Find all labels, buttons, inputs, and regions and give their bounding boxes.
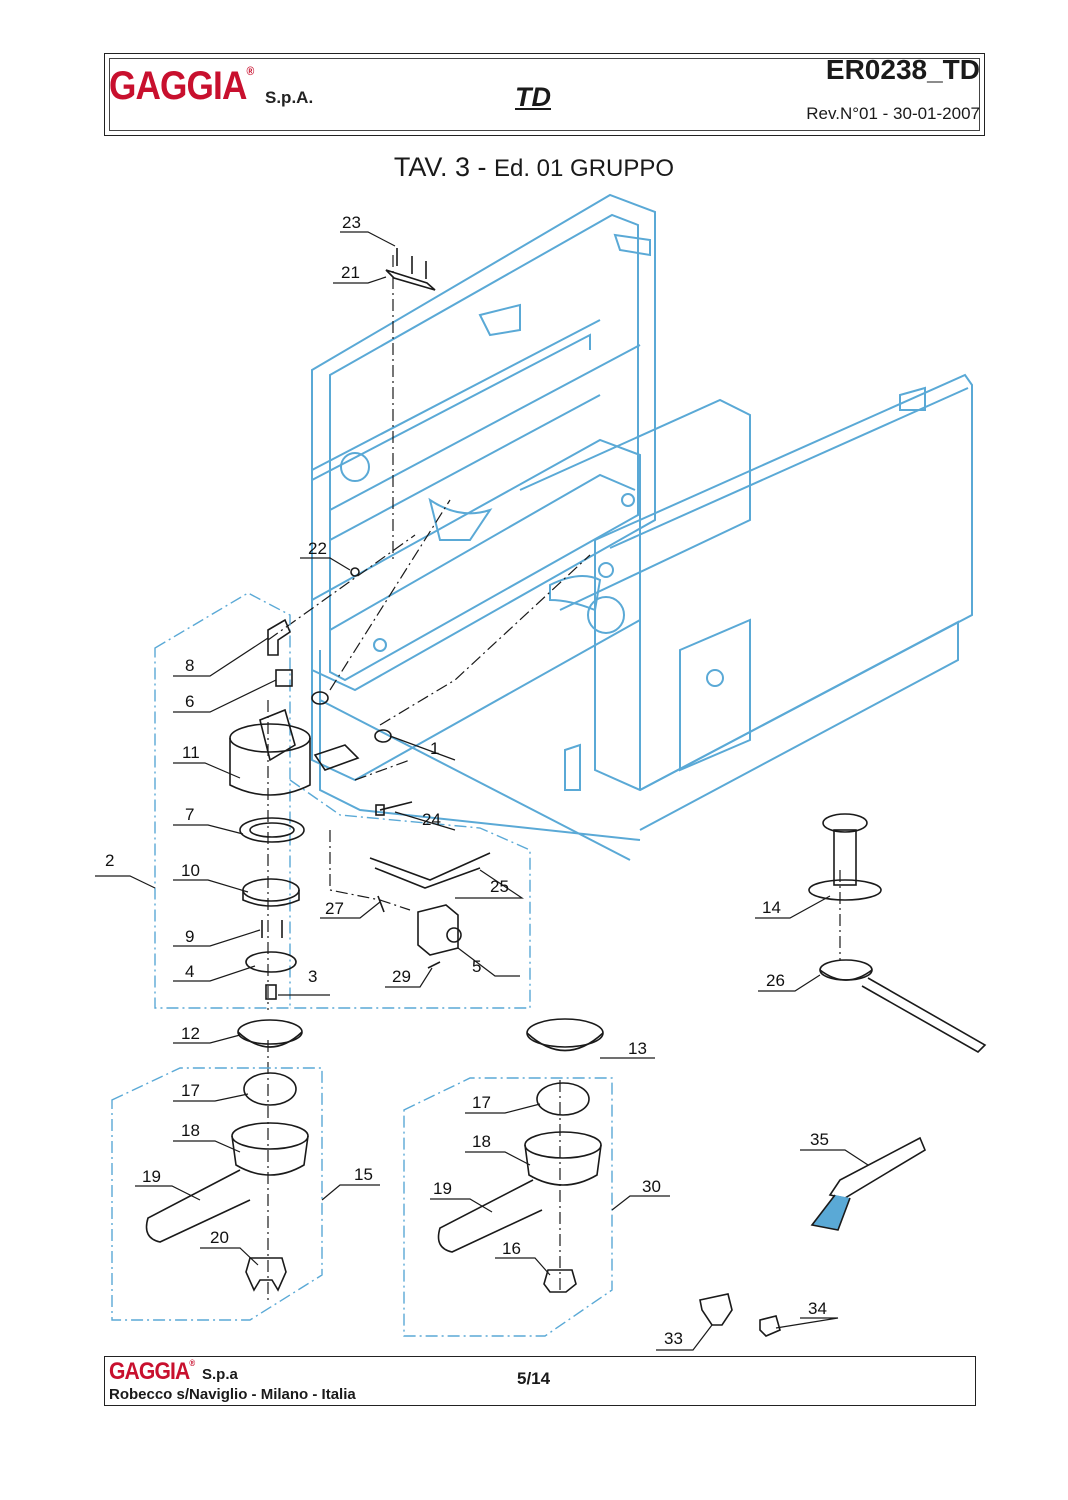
- callout-8: 8: [185, 656, 194, 675]
- callout-9: 9: [185, 927, 194, 946]
- callout-1: 1: [430, 739, 439, 758]
- header-inner-border: [109, 58, 980, 131]
- callout-18-left: 18: [181, 1121, 200, 1140]
- callout-2: 2: [105, 851, 114, 870]
- callout-27: 27: [325, 899, 344, 918]
- part-shapes: [145, 248, 987, 1337]
- callout-7: 7: [185, 805, 194, 824]
- revision-label: Rev.N°01 - 30-01-2007: [806, 104, 980, 123]
- callout-21: 21: [341, 263, 360, 282]
- footer-gaggia-logo: GAGGIA®: [109, 1358, 195, 1385]
- callout-30: 30: [642, 1177, 661, 1196]
- callout-16: 16: [502, 1239, 521, 1258]
- callout-24: 24: [422, 810, 441, 829]
- callout-22: 22: [308, 539, 327, 558]
- callout-33: 33: [664, 1329, 683, 1348]
- callout-17-left: 17: [181, 1081, 200, 1100]
- callout-10: 10: [181, 861, 200, 880]
- chassis-frame: [311, 193, 973, 861]
- footer-company-suffix: S.p.a: [202, 1366, 238, 1383]
- title-main: TAV. 3 -: [393, 152, 487, 182]
- callout-14: 14: [762, 898, 781, 917]
- callout-19-right: 19: [433, 1179, 452, 1198]
- footer-address: Robecco s/Naviglio - Milano - Italia: [109, 1386, 356, 1403]
- callout-35: 35: [810, 1130, 829, 1149]
- callout-23: 23: [342, 213, 361, 232]
- callout-17-right: 17: [472, 1093, 491, 1112]
- assembly-group-boxes: [111, 592, 613, 1337]
- page-title: TAV. 3 - Ed. 01 GRUPPO: [0, 152, 1068, 183]
- callout-18-right: 18: [472, 1132, 491, 1151]
- title-sub: Ed. 01 GRUPPO: [493, 155, 675, 182]
- header-box: GAGGIA® S.p.A. TD ER0238_TD Rev.N°01 - 3…: [104, 53, 985, 136]
- callout-5: 5: [472, 957, 481, 976]
- company-suffix: S.p.A.: [265, 88, 314, 107]
- callout-labels: 23 21 22 8 6 11 1 7 24 2 10 25 27 9 5 4 …: [105, 213, 829, 1348]
- footer-box: GAGGIA® S.p.a Robecco s/Naviglio - Milan…: [104, 1356, 976, 1406]
- callout-12: 12: [181, 1024, 200, 1043]
- callout-3: 3: [308, 967, 317, 986]
- callout-19-left: 19: [142, 1167, 161, 1186]
- callout-15: 15: [354, 1165, 373, 1184]
- callout-11: 11: [182, 743, 200, 762]
- page-number: 5/14: [517, 1369, 551, 1388]
- callout-6: 6: [185, 692, 194, 711]
- callout-20: 20: [210, 1228, 229, 1247]
- gaggia-logo: GAGGIA®: [109, 64, 254, 108]
- callout-26: 26: [766, 971, 785, 990]
- center-axis-lines: [267, 255, 841, 1300]
- document-code: ER0238_TD: [825, 54, 980, 85]
- leader-lines: [95, 231, 869, 1351]
- model-label: TD: [515, 82, 551, 112]
- callout-34: 34: [808, 1299, 827, 1318]
- callout-13: 13: [628, 1039, 647, 1058]
- callout-25: 25: [490, 877, 509, 896]
- callout-29: 29: [392, 967, 411, 986]
- callout-4: 4: [185, 962, 194, 981]
